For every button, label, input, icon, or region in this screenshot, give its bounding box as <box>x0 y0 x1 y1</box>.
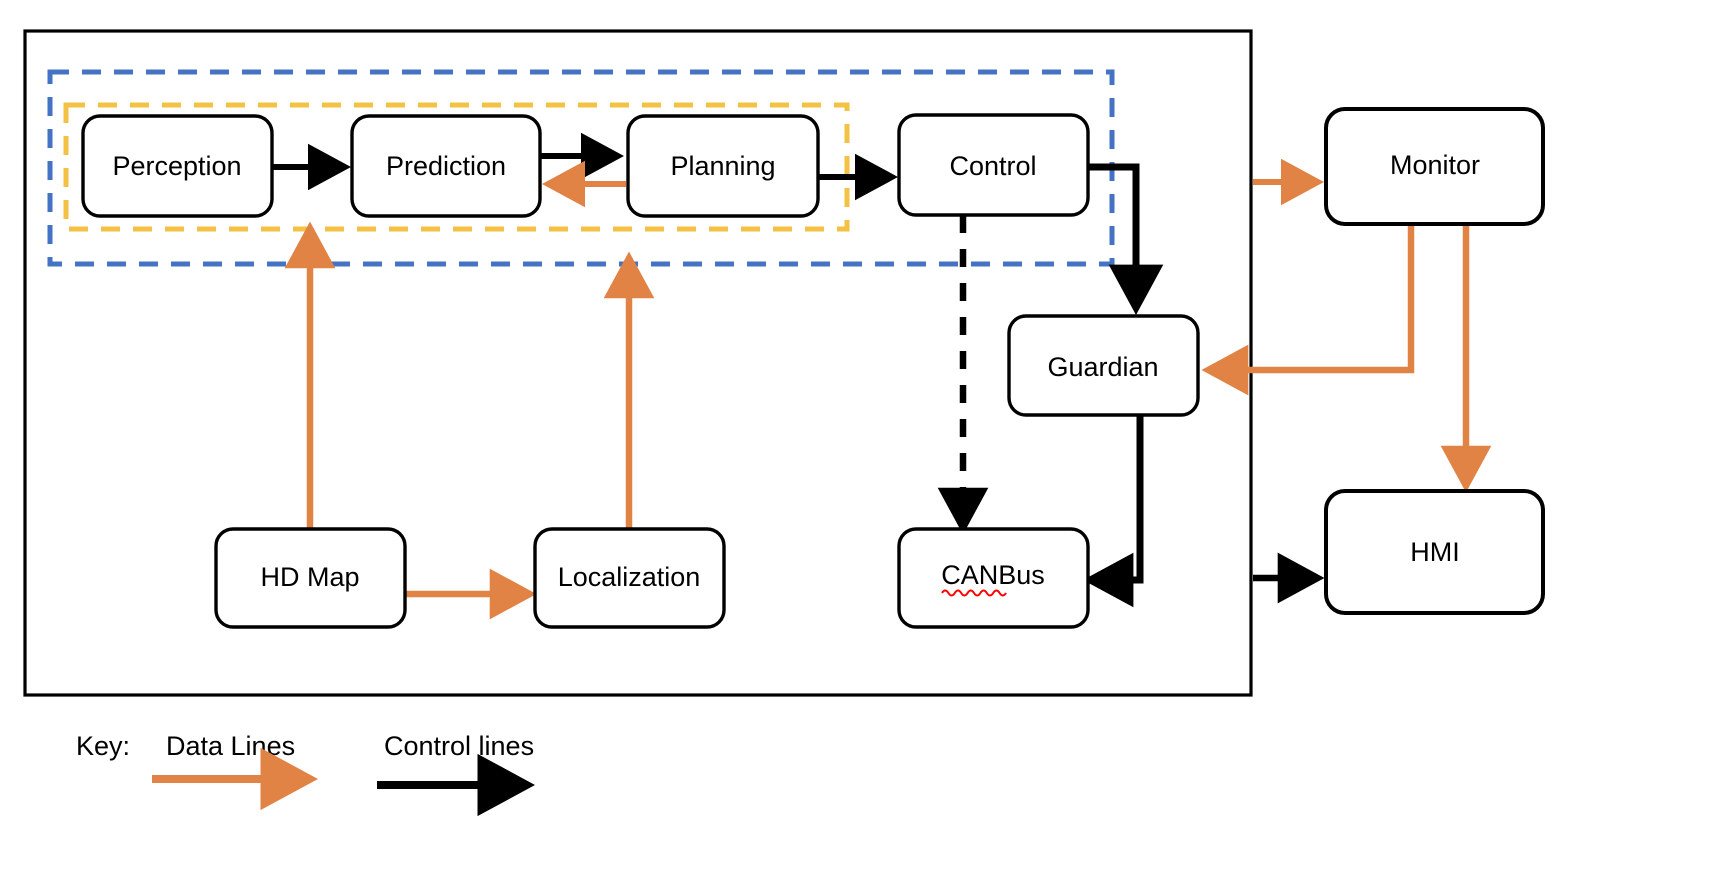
node-planning-label: Planning <box>670 151 775 181</box>
node-control[interactable]: Control <box>897 113 1090 217</box>
legend-data-lines-label: Data Lines <box>166 731 295 761</box>
node-localization-label: Localization <box>558 562 701 592</box>
legend-control-lines-label: Control lines <box>384 731 534 761</box>
node-control-label: Control <box>949 151 1036 181</box>
node-hmi[interactable]: HMI <box>1324 489 1545 615</box>
node-perception-label: Perception <box>112 151 241 181</box>
edge-guardian-canbus <box>1082 415 1144 608</box>
edge-monitor-guardian <box>1201 225 1415 396</box>
node-guardian[interactable]: Guardian <box>1007 314 1200 417</box>
node-monitor[interactable]: Monitor <box>1324 107 1545 226</box>
vehicle-boundary <box>23 29 1253 697</box>
node-canbus[interactable]: CANBus <box>897 527 1090 629</box>
node-hd-map[interactable]: HD Map <box>214 527 407 629</box>
node-guardian-label: Guardian <box>1047 352 1158 382</box>
node-hd-map-label: HD Map <box>260 562 359 592</box>
edge-control-guardian <box>1088 163 1164 316</box>
node-prediction-label: Prediction <box>386 151 506 181</box>
node-monitor-label: Monitor <box>1390 150 1480 180</box>
node-canbus-label: CANBus <box>941 560 1045 590</box>
spellcheck-squiggle-icon <box>941 589 1007 597</box>
node-planning[interactable]: Planning <box>626 114 820 218</box>
node-perception[interactable]: Perception <box>81 114 274 218</box>
legend: Key: Data Lines Control lines <box>76 731 536 817</box>
node-localization[interactable]: Localization <box>533 527 726 629</box>
legend-title: Key: <box>76 731 130 761</box>
node-prediction[interactable]: Prediction <box>350 114 542 218</box>
node-hmi-label: HMI <box>1410 537 1460 567</box>
group-yellow-dashed <box>63 102 850 232</box>
